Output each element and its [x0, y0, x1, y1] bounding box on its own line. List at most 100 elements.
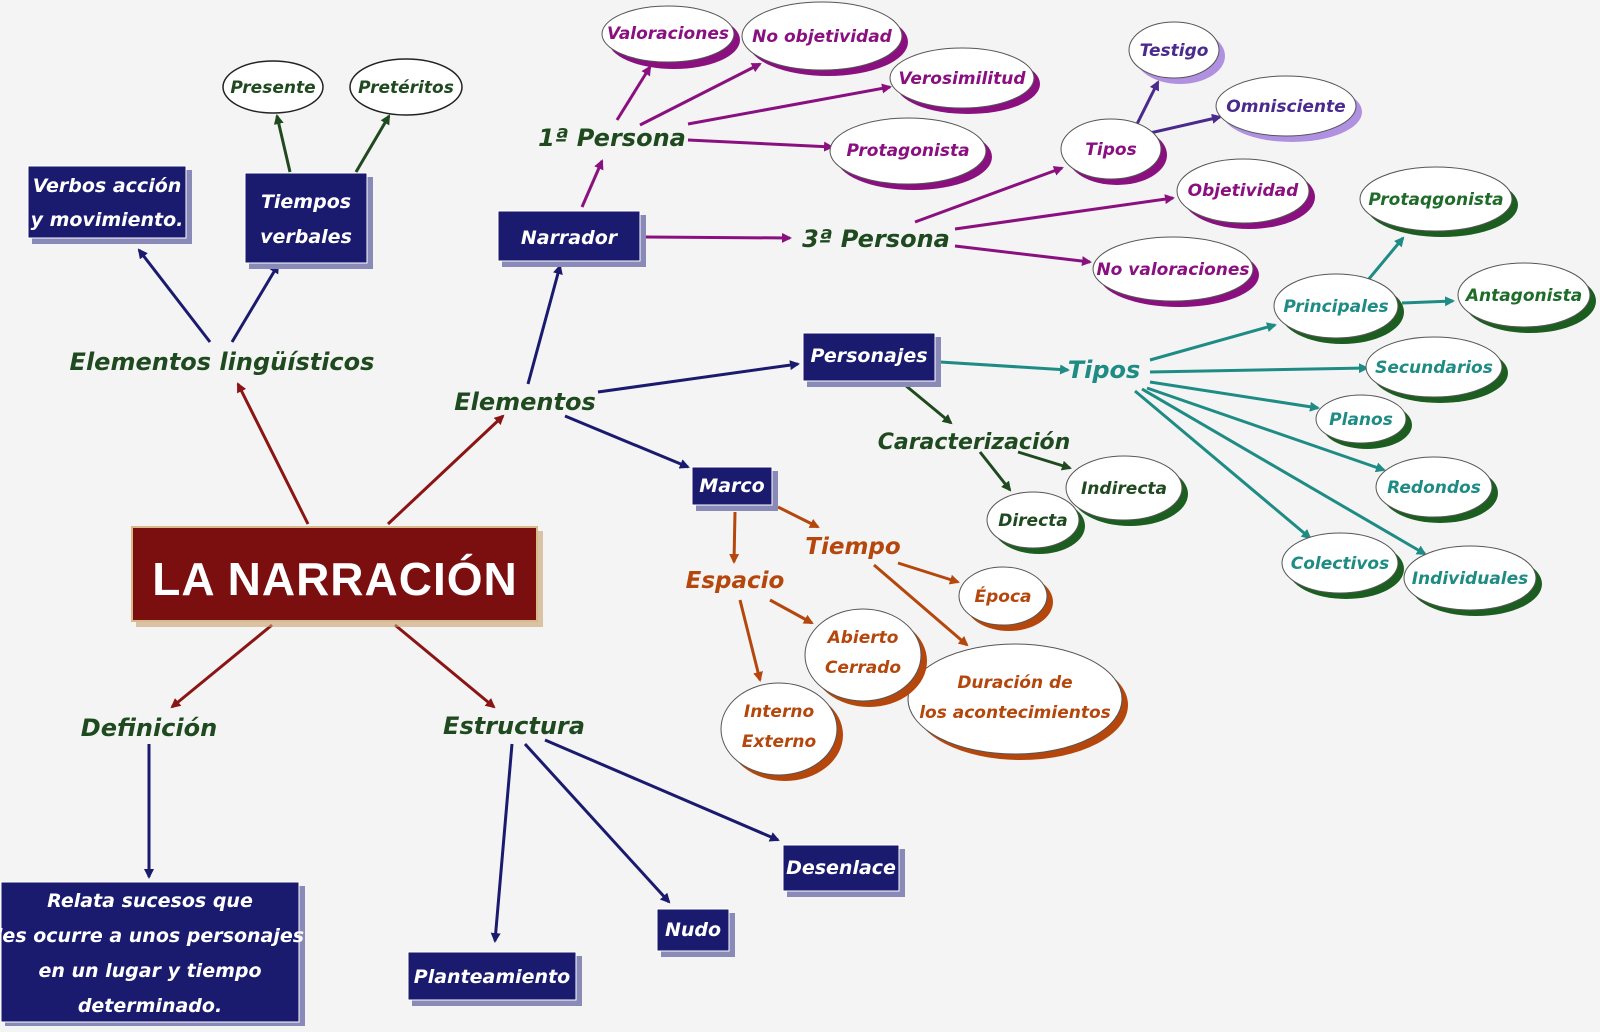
oval-protagonista-personaje: Protaqgonista [1359, 166, 1518, 237]
arrow-tipos-to-redondos [1146, 386, 1386, 473]
arrow-espacio-to-abierto [769, 598, 814, 625]
oval-valoraciones: Valoraciones [601, 5, 740, 69]
arrow-tiempos-to-presente [273, 114, 292, 173]
title-node: LA NARRACIÓN [131, 526, 543, 627]
arrow-tipos-to-individuales [1141, 387, 1427, 556]
box-verbos: Verbos acción y movimiento. [27, 165, 192, 244]
oval-no-valoraciones: No valoraciones [1092, 236, 1259, 307]
oval-protagonista-narrador: Protagonista [829, 117, 992, 190]
connectors [137, 62, 1455, 943]
label-tiempo: Tiempo [805, 534, 900, 560]
arrow-estructura-to-planteamiento [490, 743, 514, 943]
box-tiempos-verbales: Tiempos verbales [244, 172, 373, 269]
arrow-personajes-to-tipos [939, 360, 1070, 375]
oval-omnisciente: Omnisciente [1215, 75, 1362, 142]
box-tiempos-line-1: Tiempos [261, 191, 351, 213]
arrow-title-to-estructura [394, 623, 496, 709]
arrow-marco-to-tiempo [777, 505, 820, 529]
box-nudo-text: Nudo [665, 919, 721, 941]
arrow-primera-to-valoraciones [615, 65, 652, 121]
oval-interno-line-1: Interno [744, 702, 815, 722]
oval-individuales-text: Individuales [1412, 569, 1529, 589]
oval-objetividad-text: Objetividad [1188, 181, 1299, 201]
arrow-principales-to-antagonista [1401, 296, 1455, 307]
arrow-tipos-to-omnisciente [1149, 113, 1222, 135]
label-primera-persona: 1ª Persona [538, 124, 686, 152]
label-elementos-linguisticos: Elementos lingüísticos [70, 348, 375, 376]
oval-directa-text: Directa [998, 511, 1068, 531]
arrow-tipos-to-planos [1149, 380, 1320, 412]
definicion-line-4: determinado. [78, 995, 222, 1017]
box-verbos-line-2: y movimiento. [31, 209, 184, 231]
oval-no-objetividad: No objetividad [741, 1, 908, 76]
arrow-caracterizacion-to-indirecta [1017, 450, 1072, 471]
box-definicion-texto: Relata sucesos que les ocurre a unos per… [0, 881, 305, 1026]
oval-duracion-line-1: Duración de [957, 673, 1072, 693]
oval-antagonista: Antagonista [1457, 262, 1596, 333]
arrow-tercera-to-no-valoraciones [954, 244, 1092, 267]
definicion-line-1: Relata sucesos que [47, 890, 253, 912]
oval-verosimilitud: Verosimilitud [889, 47, 1040, 114]
oval-presente-text: Presente [230, 78, 315, 98]
arrow-elementos-to-narrador [526, 264, 563, 385]
box-marco: Marco [691, 466, 778, 511]
box-planteamiento-text: Planteamiento [414, 966, 570, 988]
label-elementos: Elementos [454, 388, 596, 416]
box-verbos-line-1: Verbos acción [33, 175, 182, 197]
definicion-line-3: en un lugar y tiempo [38, 960, 261, 982]
oval-colectivos: Colectivos [1281, 532, 1404, 599]
oval-preteritos: Pretéritos [349, 58, 463, 116]
arrow-elementos-to-personajes [597, 360, 800, 394]
arrow-caracterizacion-to-directa [978, 451, 1012, 492]
oval-principales-text: Principales [1283, 297, 1388, 317]
arrow-elementos-to-marco [564, 414, 690, 469]
arrow-tipos-to-principales [1149, 322, 1277, 362]
oval-objetividad: Objetividad [1176, 158, 1315, 229]
oval-abierto-line-1: Abierto [826, 628, 899, 648]
oval-preteritos-text: Pretéritos [358, 78, 454, 98]
oval-planos: Planos [1315, 394, 1412, 449]
arrow-linguisticos-to-verbos [137, 248, 212, 343]
arrow-tercera-to-tipos [914, 166, 1064, 224]
arrow-title-to-definicion [170, 623, 273, 709]
oval-epoca: Época [958, 566, 1053, 631]
arrow-principales-to-protagonista [1366, 236, 1405, 281]
oval-protagonista-personaje-text: Protaqgonista [1368, 190, 1503, 210]
arrow-tiempo-to-duracion [873, 563, 969, 647]
arrow-linguisticos-to-tiempos [230, 263, 280, 343]
label-definicion: Definición [81, 714, 217, 742]
label-estructura: Estructura [443, 712, 585, 740]
label-tipos-personajes: Tipos [1068, 356, 1141, 384]
arrow-title-to-elementos [386, 414, 505, 526]
oval-omnisciente-text: Omnisciente [1226, 97, 1345, 117]
box-narrador: Narrador [497, 210, 646, 267]
oval-redondos: Redondos [1375, 456, 1498, 523]
label-tercera-persona: 3ª Persona [802, 225, 950, 253]
oval-protagonista-narrador-text: Protagonista [846, 141, 969, 161]
box-marco-text: Marco [699, 475, 764, 497]
oval-abierto-line-2: Cerrado [825, 658, 901, 678]
oval-directa: Directa [986, 491, 1085, 554]
oval-indirecta: Indirecta [1065, 455, 1188, 526]
oval-testigo-text: Testigo [1140, 41, 1209, 61]
arrow-primera-to-protagonista [687, 138, 834, 152]
title-text: LA NARRACIÓN [152, 553, 518, 605]
oval-planos-text: Planos [1329, 410, 1393, 430]
oval-valoraciones-text: Valoraciones [607, 24, 729, 44]
box-tiempos-line-2: verbales [260, 226, 352, 248]
oval-testigo: Testigo [1128, 21, 1225, 84]
arrow-tipos-to-secundarios [1149, 363, 1369, 374]
arrow-title-to-elementos-linguisticos [236, 382, 310, 525]
label-caracterizacion: Caracterización [878, 430, 1071, 455]
arrow-primera-to-verosimilitud [687, 83, 892, 126]
arrow-personajes-to-caracterizacion [904, 383, 953, 425]
arrow-tipos-to-colectivos [1134, 389, 1312, 540]
oval-colectivos-text: Colectivos [1291, 554, 1389, 574]
box-desenlace-text: Desenlace [786, 857, 896, 879]
arrow-tercera-to-objetividad [954, 194, 1175, 231]
oval-no-objetividad-text: No objetividad [752, 27, 893, 47]
arrow-marco-to-espacio [729, 511, 740, 564]
arrow-primera-to-no-objetividad [639, 62, 762, 127]
box-narrador-text: Narrador [521, 227, 619, 249]
